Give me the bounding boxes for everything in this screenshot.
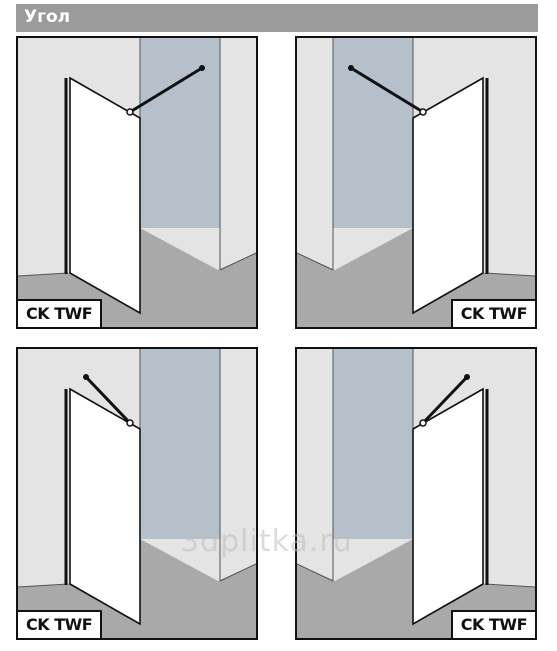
section-header: Угол	[16, 4, 538, 32]
shower-corner-diagram-2	[297, 38, 535, 327]
model-label: CK TWF	[18, 299, 103, 327]
watermark: 3dplitka.ru	[180, 524, 353, 559]
diagram-panel-3: CK TWF	[16, 347, 258, 640]
diagram-panel-1: CK TWF	[16, 36, 258, 329]
model-label: CK TWF	[18, 610, 103, 638]
shower-corner-diagram-1	[18, 38, 256, 327]
section-title: Угол	[24, 7, 71, 27]
model-label: CK TWF	[450, 299, 535, 327]
model-label: CK TWF	[450, 610, 535, 638]
diagram-panel-2: CK TWF	[295, 36, 537, 329]
shower-corner-diagram-3	[18, 349, 256, 638]
shower-corner-diagram-4	[297, 349, 535, 638]
diagram-panel-4: CK TWF	[295, 347, 537, 640]
